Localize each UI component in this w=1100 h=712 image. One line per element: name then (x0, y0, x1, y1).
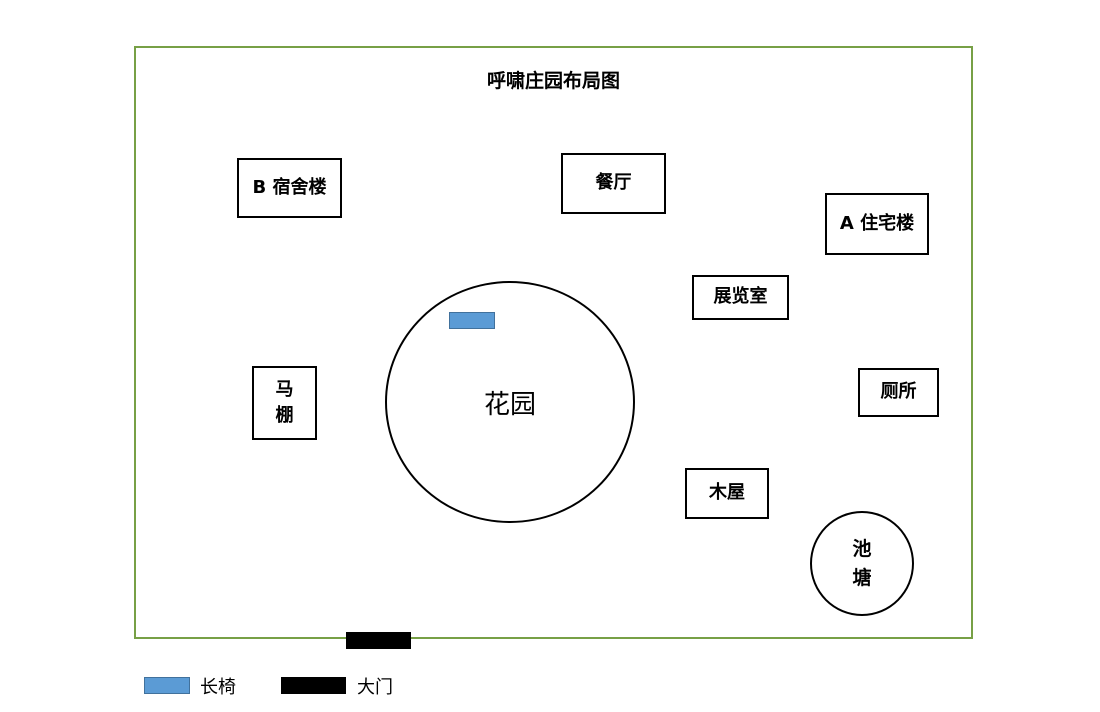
pond-label: 池塘 (852, 538, 872, 589)
building-exhibition: 展览室 (692, 275, 789, 320)
main-gate (346, 632, 411, 649)
building-dining-label: 餐厅 (595, 172, 632, 194)
legend-bench-swatch (144, 677, 190, 694)
manor-boundary (134, 46, 973, 639)
garden: 花园 (385, 281, 635, 523)
diagram-title: 呼啸庄园布局图 (486, 70, 620, 92)
building-dining: 餐厅 (561, 153, 666, 214)
pond: 池塘 (810, 511, 914, 616)
garden-bench (449, 312, 495, 329)
building-cabin: 木屋 (685, 468, 769, 519)
building-cabin-label: 木屋 (709, 482, 745, 504)
building-stable: 马棚 (252, 366, 317, 440)
garden-label: 花园 (483, 389, 536, 420)
building-residence-a: A 住宅楼 (825, 193, 929, 255)
building-toilet-label: 厕所 (880, 381, 917, 403)
legend-bench-label: 长椅 (200, 677, 236, 698)
building-dorm-b-label: B 宿舍楼 (252, 176, 327, 198)
building-dorm-b: B 宿舍楼 (237, 158, 342, 218)
building-residence-a-label: A 住宅楼 (839, 212, 915, 234)
building-exhibition-label: 展览室 (713, 286, 768, 308)
legend-gate-label: 大门 (357, 677, 393, 698)
legend-gate-swatch (281, 677, 346, 694)
building-stable-label: 马棚 (275, 378, 294, 426)
building-toilet: 厕所 (858, 368, 939, 417)
